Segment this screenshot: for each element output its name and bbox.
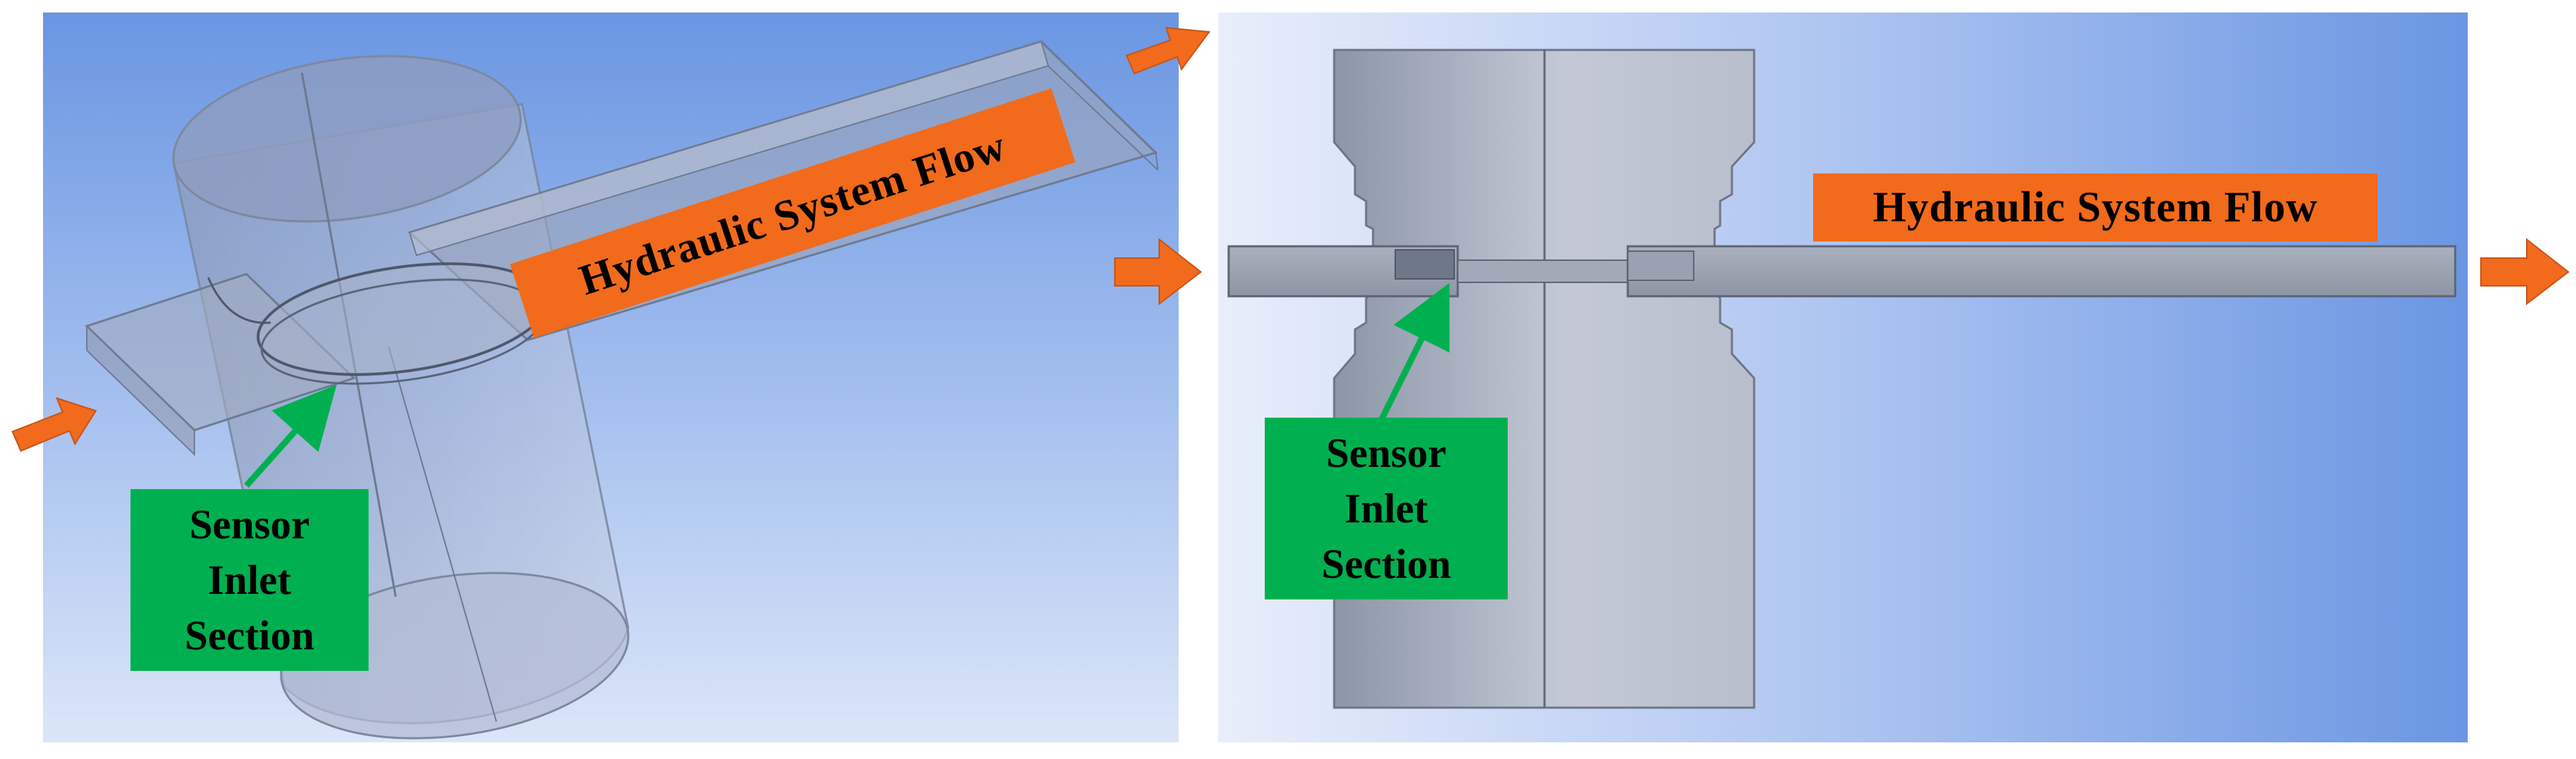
inlet-flow-arrow-right (1114, 237, 1202, 306)
right-flow-arrows (1114, 237, 2570, 306)
right-sensor-label-line-2: Inlet (1345, 486, 1428, 531)
right-flow-label-text: Hydraulic System Flow (1873, 183, 2318, 231)
right-sensor-label-line-3: Section (1321, 541, 1451, 587)
right-sensor-label-line-1: Sensor (1326, 430, 1447, 476)
right-cylinder (1333, 49, 1756, 709)
right-sensor-pointer (1378, 282, 1450, 422)
outlet-flow-arrow-left (1125, 26, 1211, 75)
left-sensor-label: Sensor Inlet Section (131, 489, 369, 671)
left-sensor-label-line-2: Inlet (208, 557, 292, 603)
left-flow-arrows (11, 26, 1211, 452)
right-panel (1114, 12, 2570, 742)
left-sensor-label-line-3: Section (185, 613, 314, 658)
right-flow-label: Hydraulic System Flow (1813, 173, 2377, 241)
outlet-flow-arrow-right (2480, 237, 2570, 306)
right-sensor-label: Sensor Inlet Section (1265, 418, 1508, 599)
right-channel (1227, 245, 2457, 298)
left-sensor-label-line-1: Sensor (189, 502, 310, 547)
left-sensor-pointer (244, 384, 337, 488)
inlet-flow-arrow (11, 397, 97, 452)
